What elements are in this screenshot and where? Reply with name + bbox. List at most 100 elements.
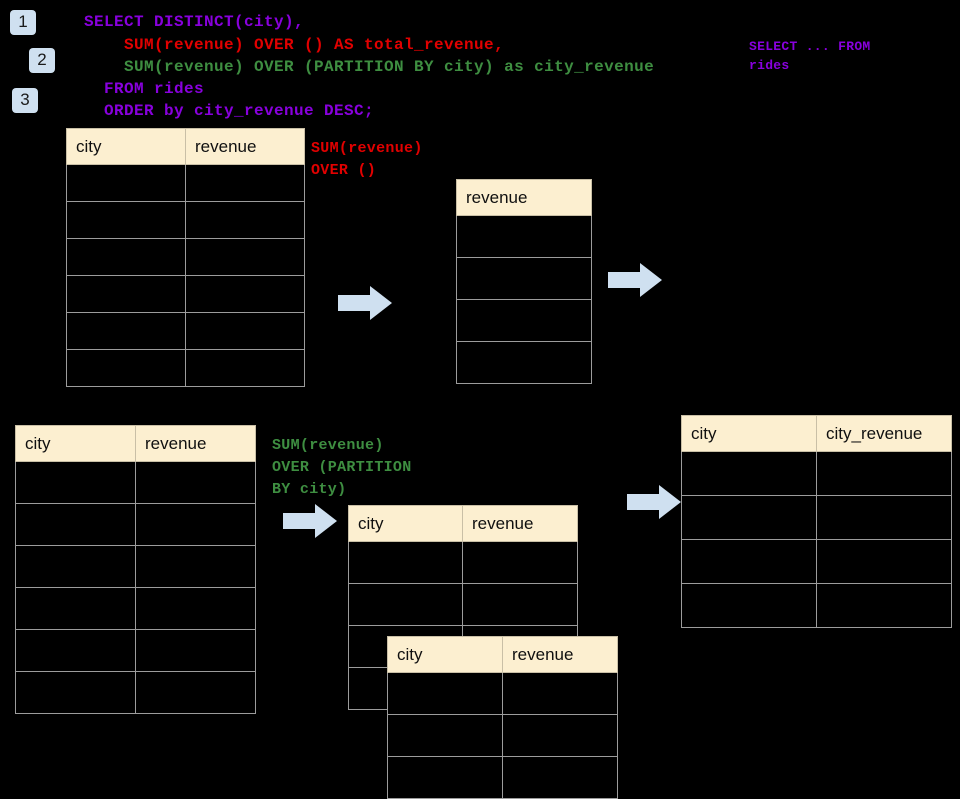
table-row — [66, 312, 305, 350]
table-row — [387, 756, 618, 799]
table-cell — [66, 238, 186, 276]
sql-line-order-by: ORDER by city_revenue DESC; — [84, 102, 375, 120]
table-row — [387, 672, 618, 715]
table-cell — [681, 583, 817, 628]
column-header-revenue: revenue — [462, 505, 578, 542]
table-cell — [387, 756, 503, 799]
table-cell — [15, 545, 136, 588]
table-cell — [135, 503, 256, 546]
table-cell — [15, 671, 136, 714]
table-row — [681, 451, 952, 496]
table-cell — [681, 451, 817, 496]
table-row — [66, 238, 305, 276]
table-cell — [185, 238, 305, 276]
table-row — [456, 341, 592, 384]
table-cell — [502, 714, 618, 757]
table-cell — [348, 541, 463, 584]
diagram-canvas: 1 2 3 SELECT DISTINCT(city), SUM(revenue… — [10, 10, 952, 799]
step-badge-3: 3 — [12, 88, 38, 113]
table-row — [15, 629, 256, 672]
table-row — [681, 495, 952, 540]
annotation-sum-over-partition: SUM(revenue) OVER (PARTITION BY city) — [272, 437, 412, 498]
table-row — [15, 587, 256, 630]
table-row — [681, 539, 952, 584]
table-cell — [816, 495, 952, 540]
table-row — [681, 583, 952, 628]
table-cell — [15, 629, 136, 672]
table-row — [456, 257, 592, 300]
table-cell — [66, 275, 186, 313]
total-revenue-table: revenue — [456, 179, 592, 384]
table-cell — [816, 583, 952, 628]
column-header-city-revenue: city_revenue — [816, 415, 952, 452]
table-cell — [15, 461, 136, 504]
column-header-revenue: revenue — [456, 179, 592, 216]
table-cell — [185, 349, 305, 387]
column-header-city: city — [681, 415, 817, 452]
table-cell — [15, 503, 136, 546]
column-header-city: city — [387, 636, 503, 673]
table-cell — [185, 164, 305, 202]
table-cell — [502, 756, 618, 799]
arrow-head — [659, 485, 681, 519]
table-cell — [816, 451, 952, 496]
table-row — [387, 714, 618, 757]
table-cell — [502, 672, 618, 715]
step-badge-2: 2 — [29, 48, 55, 73]
result-table: city city_revenue — [681, 415, 952, 628]
table-cell — [462, 583, 578, 626]
table-cell — [66, 349, 186, 387]
table-cell — [387, 714, 503, 757]
table-cell — [185, 201, 305, 239]
table-cell — [681, 539, 817, 584]
column-header-city: city — [348, 505, 463, 542]
table-cell — [66, 312, 186, 350]
column-header-city: city — [15, 425, 136, 462]
table-row — [66, 349, 305, 387]
sql-line-sum-over-empty: SUM(revenue) OVER () AS total_revenue, — [84, 36, 505, 54]
column-header-city: city — [66, 128, 186, 165]
arrow-shaft — [283, 513, 317, 529]
table-cell — [462, 541, 578, 584]
arrow-source-to-partition — [283, 504, 337, 538]
column-header-revenue: revenue — [135, 425, 256, 462]
table-cell — [135, 587, 256, 630]
table-cell — [456, 341, 592, 384]
arrow-shaft — [338, 295, 372, 311]
table-cell — [135, 545, 256, 588]
table-cell — [681, 495, 817, 540]
partition-group-table-front: city revenue — [387, 636, 618, 799]
table-row — [15, 545, 256, 588]
arrow-head — [640, 263, 662, 297]
table-cell — [456, 215, 592, 258]
table-row — [66, 164, 305, 202]
table-row — [66, 201, 305, 239]
arrow-shaft — [608, 272, 642, 288]
table-header-row: city revenue — [387, 636, 618, 673]
table-cell — [135, 629, 256, 672]
table-row — [15, 503, 256, 546]
table-cell — [66, 201, 186, 239]
table-cell — [15, 587, 136, 630]
table-row — [348, 541, 578, 584]
rides-source-table: city revenue — [66, 128, 305, 387]
table-row — [456, 215, 592, 258]
table-header-row: city revenue — [15, 425, 256, 462]
table-header-row: revenue — [456, 179, 592, 216]
arrow-total-to-result — [608, 263, 662, 297]
table-cell — [185, 275, 305, 313]
table-cell — [348, 583, 463, 626]
annotation-sum-over-empty: SUM(revenue) OVER () — [311, 140, 423, 179]
rides-source-table-partition: city revenue — [15, 425, 256, 714]
table-row — [348, 583, 578, 626]
table-cell — [387, 672, 503, 715]
table-row — [15, 671, 256, 714]
table-cell — [456, 257, 592, 300]
table-cell — [135, 461, 256, 504]
annotation-select-from-rides: SELECT ... FROM rides — [749, 39, 871, 73]
arrow-head — [370, 286, 392, 320]
table-row — [66, 275, 305, 313]
table-header-row: city revenue — [348, 505, 578, 542]
arrow-source-to-total — [338, 286, 392, 320]
table-cell — [185, 312, 305, 350]
